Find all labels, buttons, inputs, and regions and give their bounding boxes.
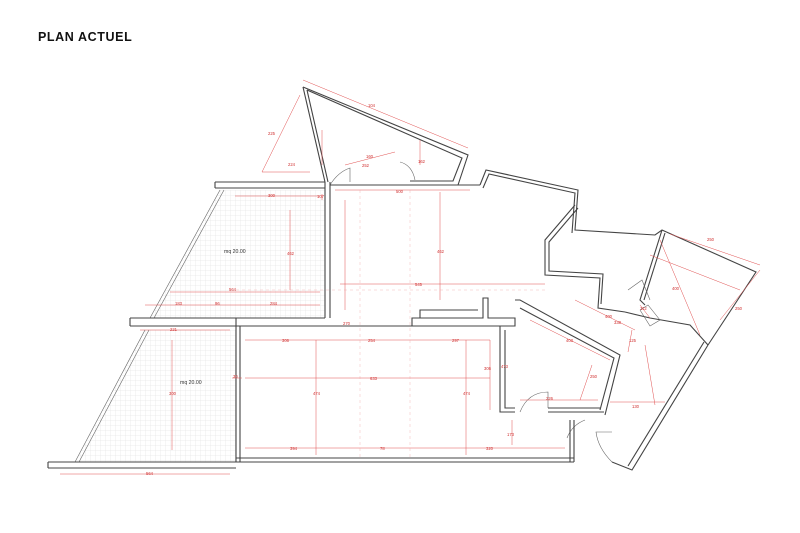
dim-label: 564 — [146, 471, 154, 476]
dim-label: 162 — [418, 159, 426, 164]
dim-label: 224 — [288, 162, 296, 167]
dim-label: 250 — [707, 237, 715, 242]
dimension-lines — [60, 79, 761, 475]
dim-label: 300 — [169, 391, 177, 396]
dim-label: 250 — [590, 374, 598, 379]
dim-label: 130 — [632, 404, 640, 409]
dim-label: 284 — [270, 301, 278, 306]
plan-title: PLAN ACTUEL — [38, 30, 133, 44]
dim-label: 96 — [215, 301, 220, 306]
dim-label: 474 — [463, 391, 471, 396]
dim-label: 473 — [501, 364, 509, 369]
dim-label: 545 — [415, 282, 423, 287]
room-area-label: mq 20.00 — [180, 380, 202, 386]
dim-label: 112 — [640, 306, 647, 311]
dim-label: 226 — [546, 396, 554, 401]
terrace-upper — [150, 190, 325, 318]
walls — [235, 86, 757, 471]
dim-label: 320 — [486, 446, 494, 451]
dim-label: 78 — [380, 446, 385, 451]
dim-label: 254 — [368, 338, 376, 343]
dim-label: 564 — [229, 287, 237, 292]
dim-label: 107 — [317, 194, 325, 199]
dim-label: 173 — [507, 432, 515, 437]
dim-label: 306 — [282, 338, 290, 343]
dim-label: 462 — [437, 249, 445, 254]
dim-label: 252 — [362, 163, 370, 168]
dimension-labels: 104 225 224 160 252 162 300 500 107 462 … — [146, 103, 743, 476]
dim-label: 338 — [614, 320, 622, 325]
dim-label: 221 — [170, 327, 178, 332]
dim-label: 300 — [268, 193, 276, 198]
dim-label: 125 — [629, 338, 637, 343]
dim-label: 462 — [287, 251, 295, 256]
dim-label: 306 — [484, 366, 492, 371]
dim-label: 250 — [735, 306, 743, 311]
terrace-lower — [75, 330, 236, 462]
dim-label: 400 — [672, 286, 680, 291]
dim-label: 160 — [366, 154, 374, 159]
terrace-edges — [47, 181, 325, 469]
dim-label: 297 — [452, 338, 460, 343]
dim-label: 474 — [313, 391, 321, 396]
dim-label: 633 — [370, 376, 378, 381]
dim-label: 500 — [396, 189, 404, 194]
dim-label: 183 — [175, 301, 183, 306]
dim-label: 270 — [343, 321, 351, 326]
dim-label: 225 — [268, 131, 276, 136]
room-area-label: mq 20.00 — [224, 249, 246, 255]
dim-label: 30 — [233, 374, 238, 379]
dim-label: 400 — [605, 314, 613, 319]
dim-label: 104 — [368, 103, 376, 108]
dim-label: 403 — [566, 338, 574, 343]
dim-label: 394 — [290, 446, 298, 451]
guide-lines — [236, 190, 545, 460]
